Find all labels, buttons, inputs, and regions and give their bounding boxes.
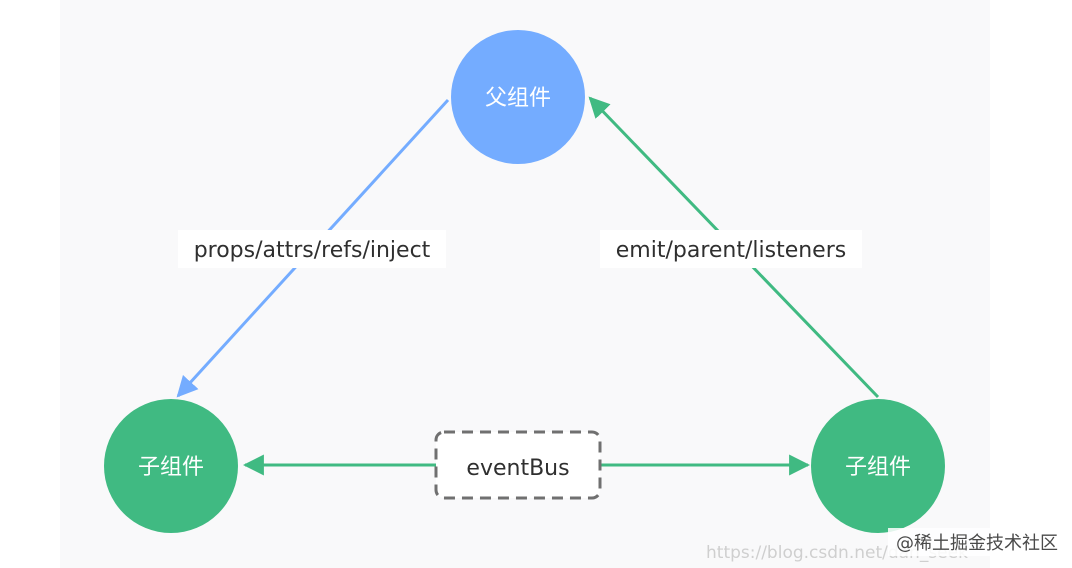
node-child-right-label: 子组件 (845, 455, 911, 480)
eventbus-box: eventBus (434, 430, 602, 500)
node-parent: 父组件 (451, 30, 585, 164)
watermark-brand: @稀土掘金技术社区 (896, 533, 1058, 554)
edge-label-parent-to-child: props/attrs/refs/inject (178, 230, 446, 268)
node-child-left: 子组件 (104, 399, 238, 533)
eventbus-label: eventBus (466, 456, 569, 481)
edge-label-child-to-parent: emit/parent/listeners (600, 230, 862, 268)
edge-label-parent-to-child-text: props/attrs/refs/inject (194, 238, 431, 263)
node-child-right: 子组件 (811, 399, 945, 533)
edge-label-child-to-parent-text: emit/parent/listeners (616, 238, 846, 263)
node-child-left-label: 子组件 (138, 455, 204, 480)
node-parent-label: 父组件 (485, 86, 551, 111)
